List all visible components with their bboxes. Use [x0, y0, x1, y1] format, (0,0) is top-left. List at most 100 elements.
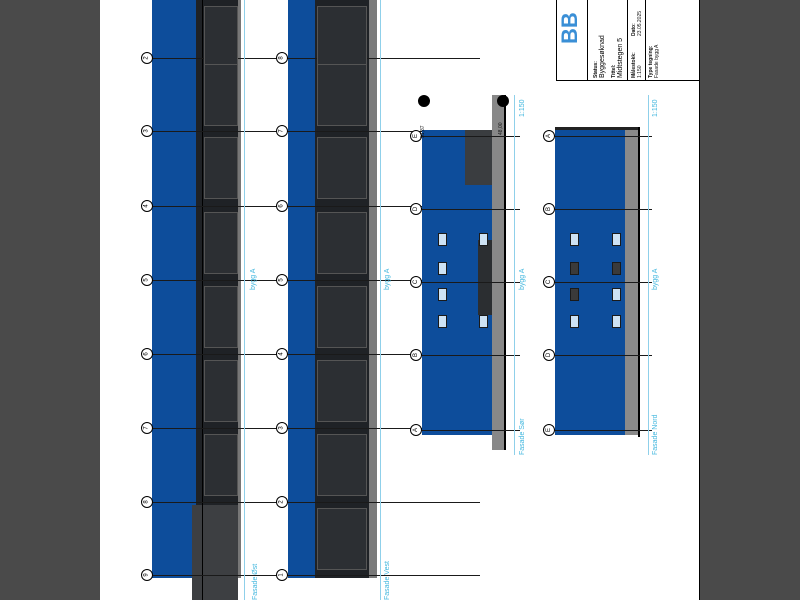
west-module-panel	[317, 64, 367, 126]
east-grid-bubble: 6	[141, 348, 153, 360]
east-grid-bubble: 4	[141, 200, 153, 212]
south-grid-line	[422, 282, 520, 283]
north-grid-label: C	[546, 279, 552, 285]
south-level-top: 51,87	[420, 125, 426, 138]
divider	[645, 0, 646, 80]
west-grid-bubble: 5	[276, 274, 288, 286]
south-annotation-line	[514, 95, 515, 455]
west-module-panel	[317, 434, 367, 496]
west-edge	[369, 0, 377, 578]
west-grid-bubble: 4	[276, 348, 288, 360]
south-edge	[504, 95, 506, 450]
west-grid-label: 8	[279, 56, 285, 60]
east-grid-label: 3	[144, 129, 150, 133]
north-window	[612, 315, 621, 328]
north-window	[570, 233, 579, 246]
east-module-panel	[204, 286, 238, 348]
divider	[627, 0, 628, 80]
west-grid-line	[288, 58, 480, 59]
west-grid-line	[288, 354, 480, 355]
west-grid-label: 2	[279, 500, 285, 504]
west-building-label: bygg A	[384, 268, 391, 290]
west-module-panel	[317, 137, 367, 199]
east-line	[202, 0, 203, 600]
title-value: Midtstegen 5	[617, 37, 624, 78]
north-grid-label: E	[545, 427, 552, 433]
east-grid-bubble: 2	[141, 52, 153, 64]
south-grid-line	[422, 136, 520, 137]
west-grid-line	[288, 575, 480, 576]
west-grid-bubble: 2	[276, 496, 288, 508]
west-module-panel	[317, 360, 367, 422]
west-grid-label: 6	[279, 204, 285, 208]
south-window	[438, 262, 447, 275]
west-grid-line	[288, 502, 480, 503]
north-window	[570, 315, 579, 328]
south-caption: Fasade Sør	[519, 418, 526, 455]
level-marker-icon	[497, 95, 509, 107]
west-grid-bubble: 7	[276, 125, 288, 137]
east-grid-bubble: 3	[141, 125, 153, 137]
south-grid-label: B	[412, 352, 419, 358]
divider	[587, 0, 588, 80]
east-grid-line	[152, 131, 348, 132]
south-gable	[492, 95, 504, 450]
east-grid-line	[152, 575, 348, 576]
south-grid-line	[422, 209, 520, 210]
east-grid-line	[152, 58, 348, 59]
date-value: 23.05.2025	[637, 10, 643, 36]
north-grid-label: A	[545, 133, 552, 139]
south-grid-label: A	[412, 427, 419, 433]
north-grid-line	[555, 136, 652, 137]
north-window	[570, 262, 579, 275]
east-caption: Fasade Øst	[252, 563, 259, 600]
east-grid-bubble: 8	[141, 496, 153, 508]
title-block: BB Status: Byggesøknad Tittel: Midtstege…	[556, 0, 700, 81]
north-roof-edge	[555, 127, 639, 130]
east-module-panel	[204, 6, 238, 68]
east-grid-line	[152, 502, 348, 503]
south-grid-bubble: D	[410, 203, 422, 215]
south-level-ridge: 48,00	[498, 122, 504, 135]
east-grid-line	[152, 206, 348, 207]
east-grid-line	[152, 428, 348, 429]
level-marker-icon	[418, 95, 430, 107]
south-grid-line	[422, 430, 520, 431]
north-grid-bubble: D	[543, 349, 555, 361]
east-cladding	[152, 0, 202, 578]
east-annotation-line	[244, 0, 245, 600]
north-window	[612, 288, 621, 301]
north-annotation-line	[648, 95, 649, 455]
south-grid-label: D	[413, 206, 419, 212]
south-grid-bubble: A	[410, 424, 422, 436]
west-cladding	[288, 0, 318, 578]
north-grid-line	[555, 209, 652, 210]
south-window	[438, 233, 447, 246]
east-grid-line	[152, 280, 348, 281]
east-module-panel	[204, 64, 238, 126]
west-module-panel	[317, 508, 367, 570]
north-grid-line	[555, 430, 652, 431]
west-grid-line	[288, 131, 480, 132]
east-grid-label: 2	[144, 56, 150, 60]
north-building-label: bygg A	[652, 268, 659, 290]
west-module-panel	[317, 6, 367, 68]
west-grid-line	[288, 206, 480, 207]
west-caption: Fasade Vest	[384, 561, 391, 600]
south-grid-bubble: E	[410, 130, 422, 142]
east-edge	[238, 0, 241, 578]
south-grid-bubble: B	[410, 349, 422, 361]
south-grid-bubble: C	[410, 276, 422, 288]
north-grid-bubble: C	[543, 276, 555, 288]
west-grid-bubble: 6	[276, 200, 288, 212]
east-grid-bubble: 5	[141, 274, 153, 286]
south-dark-panel	[478, 240, 492, 315]
east-grid-bubble: 7	[141, 422, 153, 434]
west-grid-line	[288, 280, 480, 281]
north-grid-label: B	[545, 206, 552, 212]
east-module-panel	[204, 137, 238, 199]
scale-value: 1:150	[637, 65, 643, 78]
south-grid-line	[422, 355, 520, 356]
east-grid-label: 8	[144, 500, 150, 504]
west-grid-bubble: 8	[276, 52, 288, 64]
